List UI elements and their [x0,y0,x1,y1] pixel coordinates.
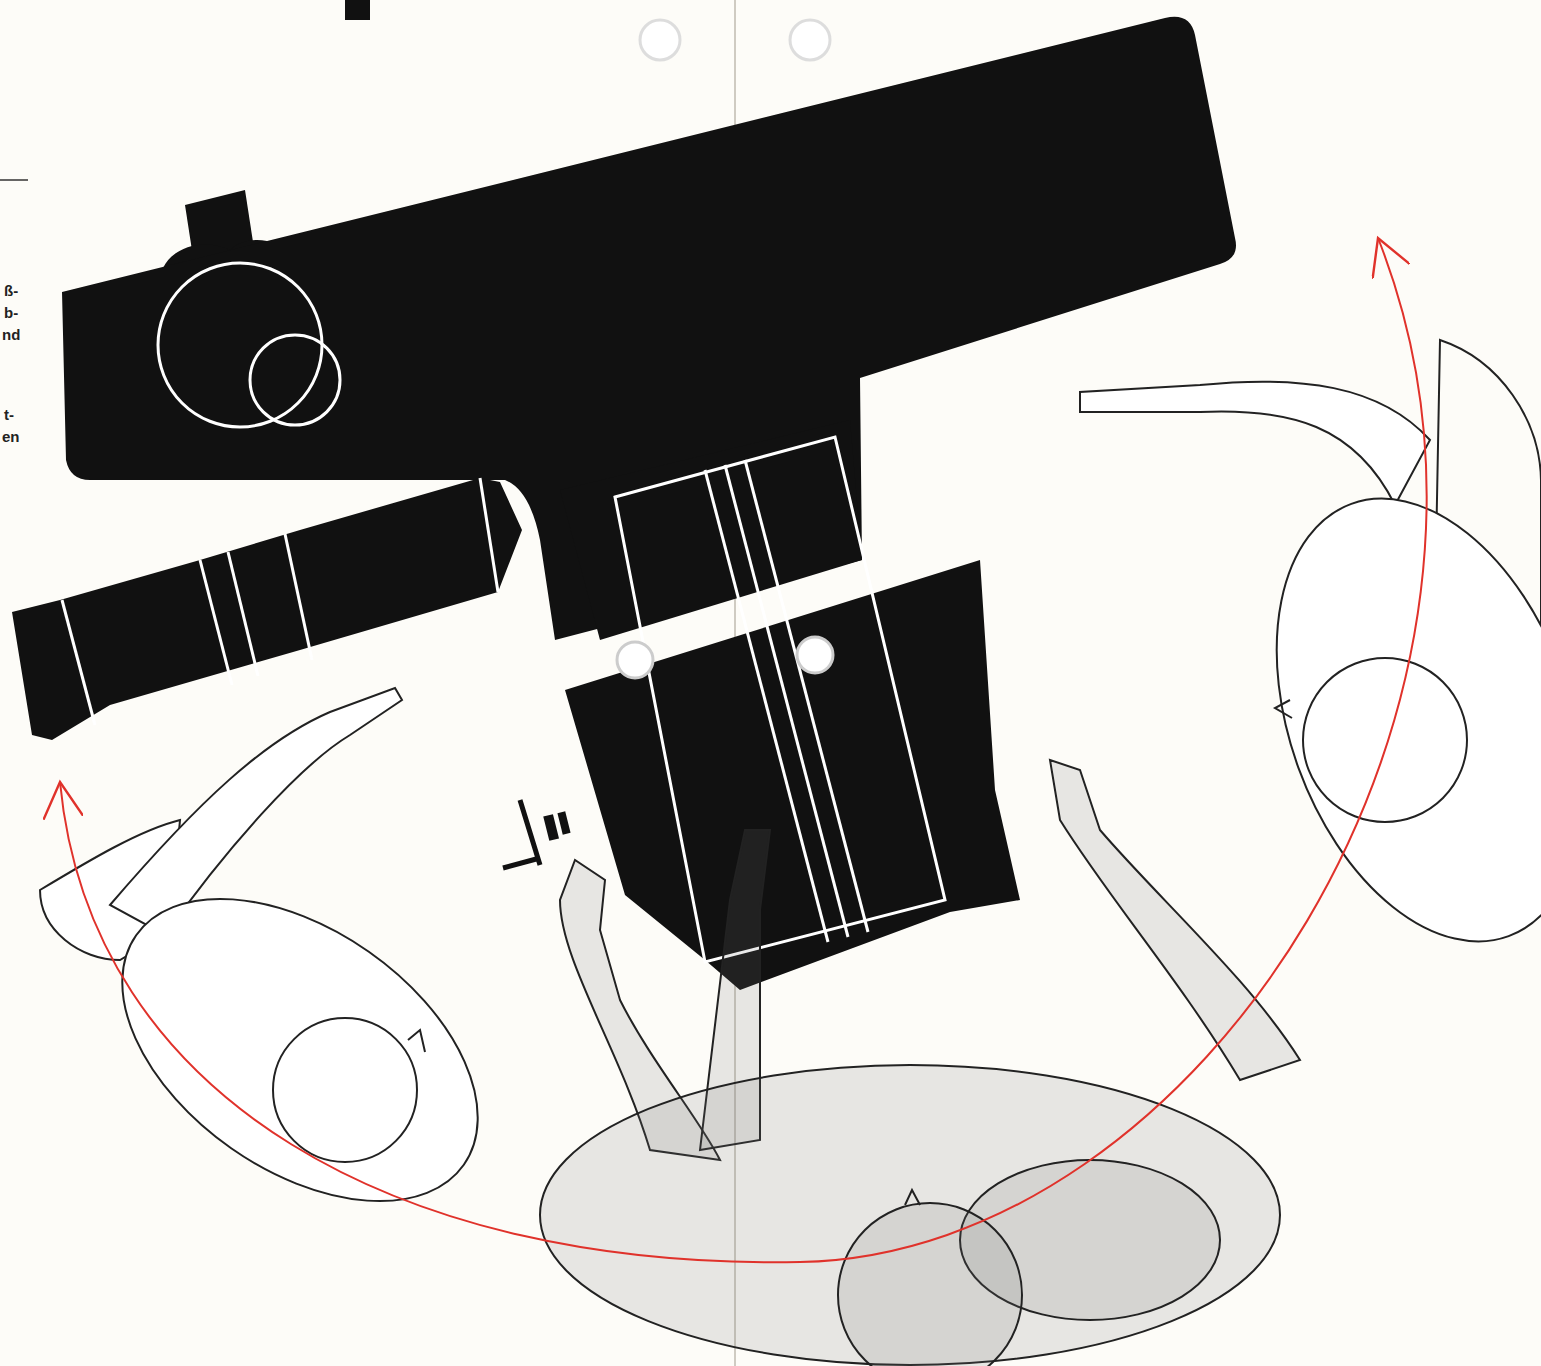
corner-block [345,0,370,20]
punch-hole [640,20,680,60]
left-observer [40,688,533,1263]
rule-line [0,179,28,181]
text-fragment: b- [4,304,18,322]
text-fragment: en [2,428,20,446]
right-observer [1080,340,1541,984]
middle-observer [540,760,1300,1366]
microscope [12,17,1236,990]
rotation-arrow [60,238,1427,1262]
text-fragment: t- [4,406,14,424]
text-fragment: nd [2,326,20,344]
text-fragment: ß- [4,282,18,300]
punch-hole [790,20,830,60]
